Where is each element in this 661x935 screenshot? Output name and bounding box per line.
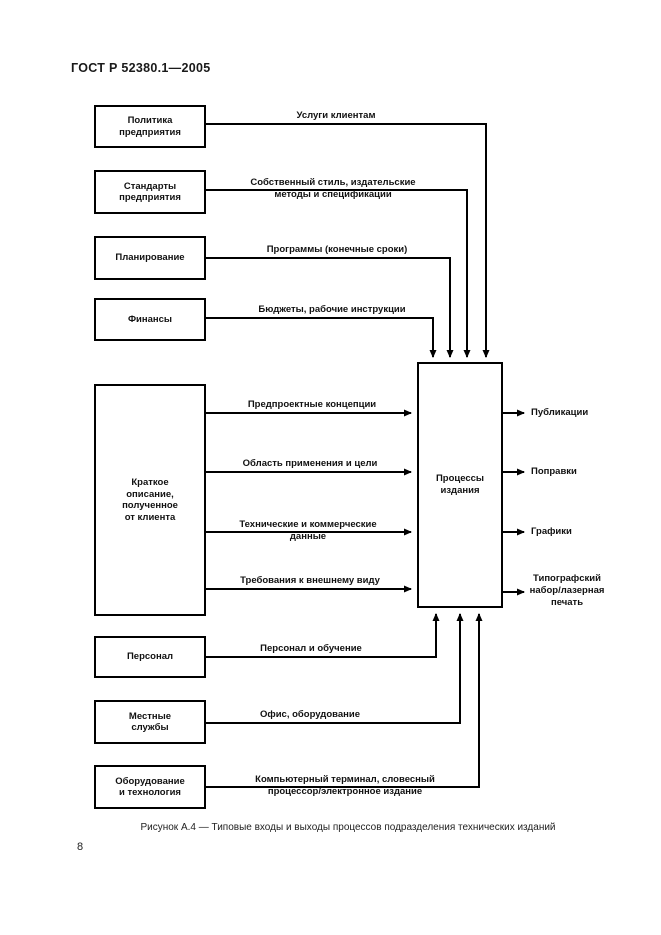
box-publishing-processes: Процессы издания: [417, 362, 503, 608]
arrow-label-scope-goals: Область применения и цели: [242, 458, 378, 469]
arrow-label-computer-terminal: Компьютерный терминал, словесный процесс…: [255, 774, 435, 797]
output-label-typesetting: Типографский набор/лазерная печать: [529, 573, 605, 608]
connector-local-services: [206, 613, 464, 724]
figure-caption: Рисунок А.4 — Типовые входы и выходы про…: [140, 822, 556, 833]
arrow-label-client-services: Услуги клиентам: [296, 110, 376, 121]
connector-personnel: [206, 613, 440, 658]
page-number: 8: [77, 841, 84, 853]
arrow-label-office-equipment: Офис, оборудование: [260, 709, 360, 720]
connector-company-policy: [206, 123, 490, 358]
box-equipment: Оборудование и технология: [94, 765, 206, 809]
arrow-label-budgets: Бюджеты, рабочие инструкции: [258, 304, 406, 315]
output-label-graphics: Графики: [531, 526, 572, 537]
output-label-corrections: Поправки: [531, 466, 577, 477]
box-client-brief: Краткое описание, полученное от клиента: [94, 384, 206, 616]
connector-company-standards: [206, 189, 471, 358]
arrow-label-concepts: Предпроектные концепции: [247, 399, 377, 410]
connector-planning: [206, 257, 454, 358]
connector-equipment: [206, 613, 483, 788]
box-company-standards: Стандарты предприятия: [94, 170, 206, 214]
document-header: ГОСТ Р 52380.1—2005: [71, 61, 211, 75]
box-personnel: Персонал: [94, 636, 206, 678]
box-local-services: Местные службы: [94, 700, 206, 744]
arrow-label-tech-data: Технические и коммерческие данные: [239, 519, 377, 542]
box-finance: Финансы: [94, 298, 206, 341]
box-planning: Планирование: [94, 236, 206, 280]
arrow-label-personnel-training: Персонал и обучение: [260, 643, 362, 654]
box-company-policy: Политика предприятия: [94, 105, 206, 148]
arrow-label-style-methods: Собственный стиль, издательские методы и…: [250, 177, 416, 200]
arrow-label-appearance: Требования к внешнему виду: [240, 575, 380, 586]
connector-finance: [206, 317, 437, 358]
arrow-label-programs: Программы (конечные сроки): [266, 244, 408, 255]
output-label-publications: Публикации: [531, 407, 589, 418]
